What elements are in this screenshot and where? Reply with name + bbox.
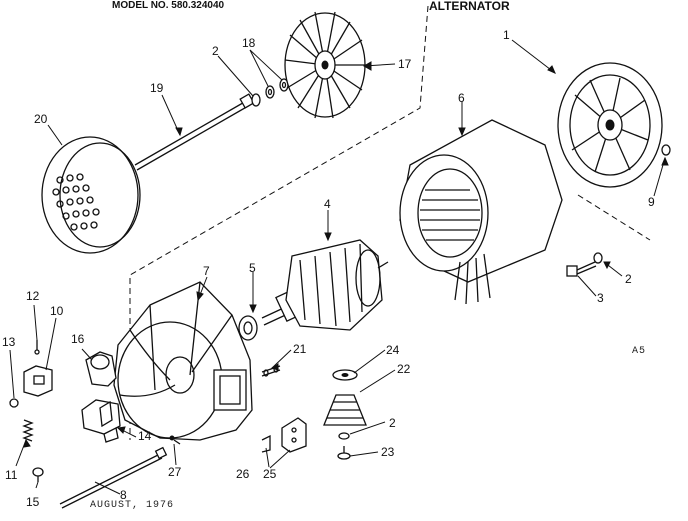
callout-4: 4: [324, 197, 331, 211]
part-2-washer-top: [251, 93, 261, 107]
part-14-terminal-block: [81, 399, 121, 443]
part-7-housing: [113, 281, 253, 441]
callout-16: 16: [71, 332, 85, 346]
callout-23: 23: [381, 445, 395, 459]
callout-7: 7: [203, 264, 210, 278]
part-11-spring: [22, 419, 34, 442]
part-9-nut: [661, 144, 671, 156]
callout-21: 21: [293, 342, 307, 356]
callout-26: 26: [236, 467, 250, 481]
part-17-fan: [284, 11, 366, 119]
callout-2-bottom: 2: [389, 416, 396, 430]
part-19-through-bolt: [134, 93, 255, 171]
part-23-bolt: [337, 446, 351, 460]
callout-13: 13: [2, 335, 16, 349]
dashed-frame-line-right: [577, 194, 651, 241]
diagram-code: A5: [632, 346, 647, 357]
callout-2-top: 2: [212, 44, 219, 58]
vent-holes: [52, 173, 100, 231]
part-27-screw: [169, 435, 181, 445]
part-2-washer-right: [593, 252, 603, 264]
model-number-label: MODEL NO. 580.324040: [112, 0, 225, 11]
diagram-date: AUGUST, 1976: [90, 500, 175, 511]
part-16-rectifier: [85, 351, 117, 387]
callout-3: 3: [597, 291, 604, 305]
part-4-rotor: [261, 239, 389, 331]
callout-19: 19: [150, 81, 164, 95]
leader-lines: [9, 39, 666, 495]
callout-20: 20: [34, 112, 48, 126]
dashed-frame-line: [129, 5, 429, 440]
callout-1: 1: [503, 28, 510, 42]
part-8-long-bolt: [59, 446, 168, 509]
callout-24: 24: [386, 343, 400, 357]
part-18-washers: [265, 78, 289, 99]
part-13-nut: [9, 398, 19, 408]
part-2-washer-bottom: [338, 432, 350, 440]
callout-5: 5: [249, 261, 256, 275]
part-1-end-bell: [557, 62, 663, 188]
part-15-screw: [32, 467, 44, 482]
callout-10: 10: [50, 304, 64, 318]
part-10-switch: [23, 365, 53, 397]
part-5-bearing: [238, 315, 258, 341]
callout-8: 8: [120, 488, 127, 502]
callout-18: 18: [242, 36, 256, 50]
part-20-end-cover: [41, 136, 141, 254]
diagram-title: ALTERNATOR: [429, 0, 510, 13]
callout-12: 12: [26, 289, 40, 303]
part-24-cap: [332, 369, 358, 381]
arrow-heads: [23, 61, 669, 448]
callout-6: 6: [458, 91, 465, 105]
callout-2-right: 2: [625, 272, 632, 286]
callout-17: 17: [398, 57, 412, 71]
callout-15: 15: [26, 495, 40, 509]
part-25-brush-holder: [281, 417, 307, 453]
part-3-bolt: [566, 261, 597, 277]
part-6-stator: [399, 119, 563, 305]
callout-27: 27: [168, 465, 182, 479]
callout-25: 25: [263, 467, 277, 481]
part-22-spring-mount: [323, 394, 367, 426]
callout-22: 22: [397, 362, 411, 376]
callout-14: 14: [138, 429, 152, 443]
part-12-pin: [34, 340, 40, 355]
callout-11: 11: [5, 468, 18, 482]
callout-9: 9: [648, 195, 655, 209]
